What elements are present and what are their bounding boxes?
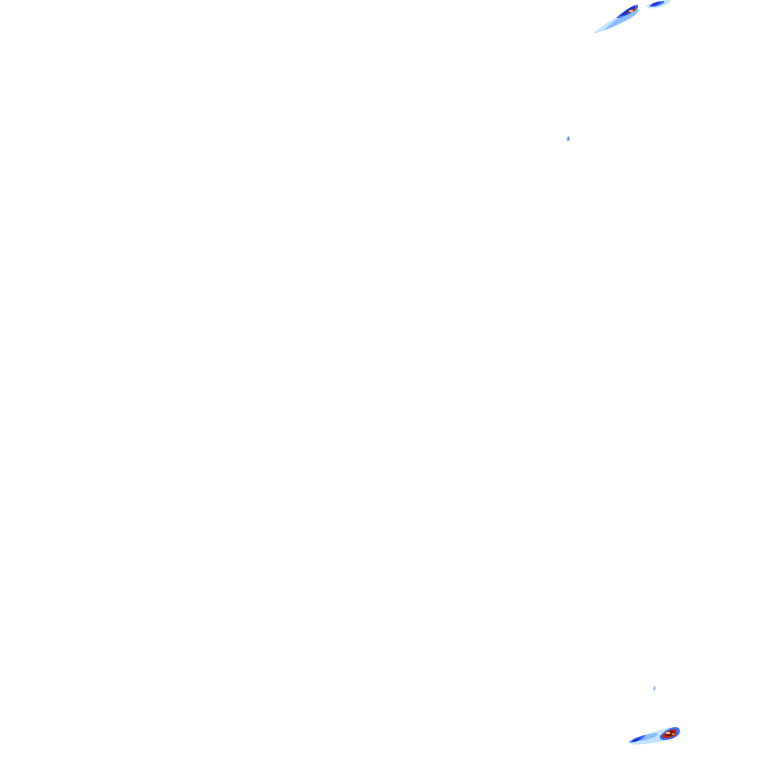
echo-upper-speck	[566, 136, 570, 142]
echo-bottom-right-speck	[653, 686, 656, 691]
echo-top-right-west	[592, 4, 639, 34]
echo-top-right-east	[646, 0, 671, 9]
echo-bottom-right-cell	[628, 727, 681, 745]
